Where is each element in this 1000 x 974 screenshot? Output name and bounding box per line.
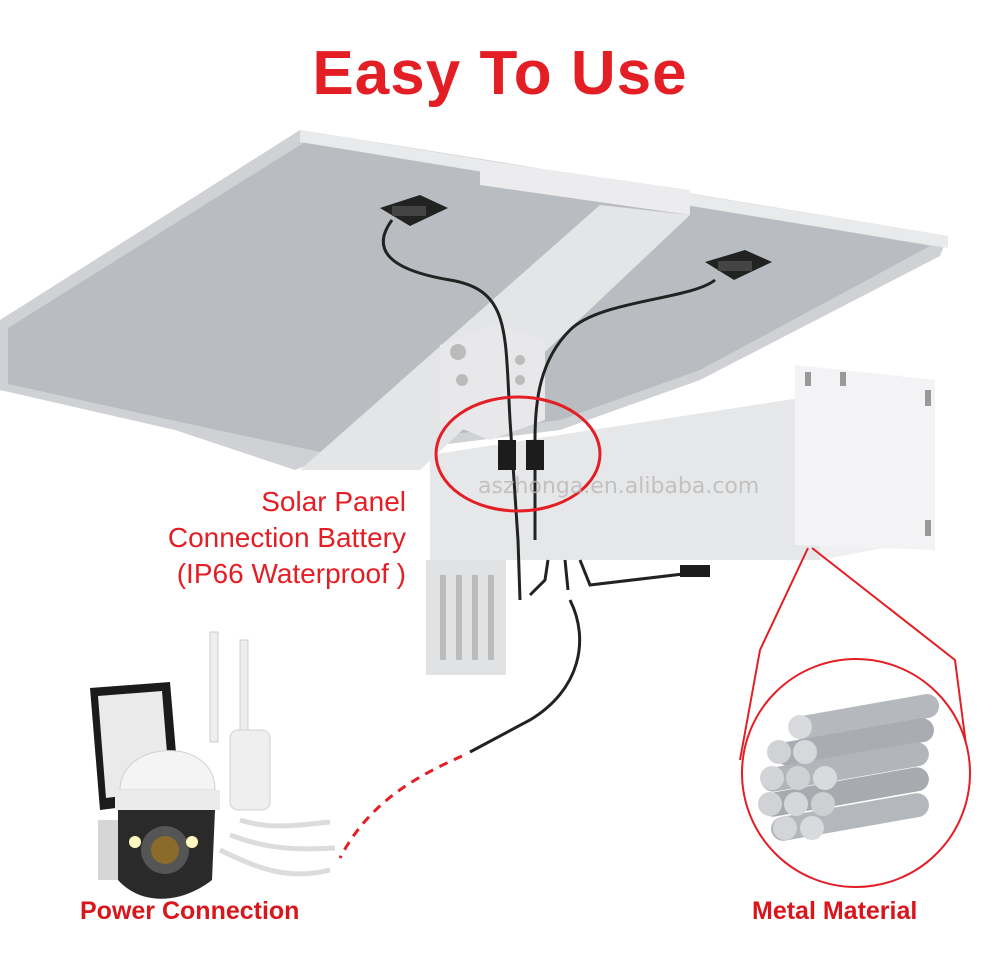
mount-bracket <box>440 325 545 440</box>
dc-plug <box>680 565 710 577</box>
metal-rods <box>758 694 940 841</box>
connector-right <box>526 440 544 470</box>
battery-box <box>430 365 935 560</box>
metal-material-label: Metal Material <box>752 897 918 925</box>
junction-box-left <box>380 195 448 226</box>
cables <box>381 219 716 754</box>
solar-panel <box>0 130 948 470</box>
pole-plate <box>426 560 506 675</box>
page-title: Easy To Use <box>312 39 688 108</box>
connector-left <box>498 440 516 470</box>
ptz-camera <box>115 631 271 899</box>
solar-callout-line3: (IP66 Waterproof ) <box>176 558 406 589</box>
power-connection-label: Power Connection <box>80 897 300 925</box>
solar-callout-line2: Connection Battery <box>167 522 406 553</box>
watermark: aszhonga.en.alibaba.com <box>478 474 760 499</box>
junction-box-right <box>705 250 772 280</box>
solar-callout-text: Solar Panel Connection Battery (IP66 Wat… <box>100 484 406 592</box>
camera-cables <box>218 817 336 877</box>
solar-callout-line1: Solar Panel <box>261 486 406 517</box>
dashed-power-line <box>338 754 463 859</box>
callout-circle <box>434 395 602 513</box>
